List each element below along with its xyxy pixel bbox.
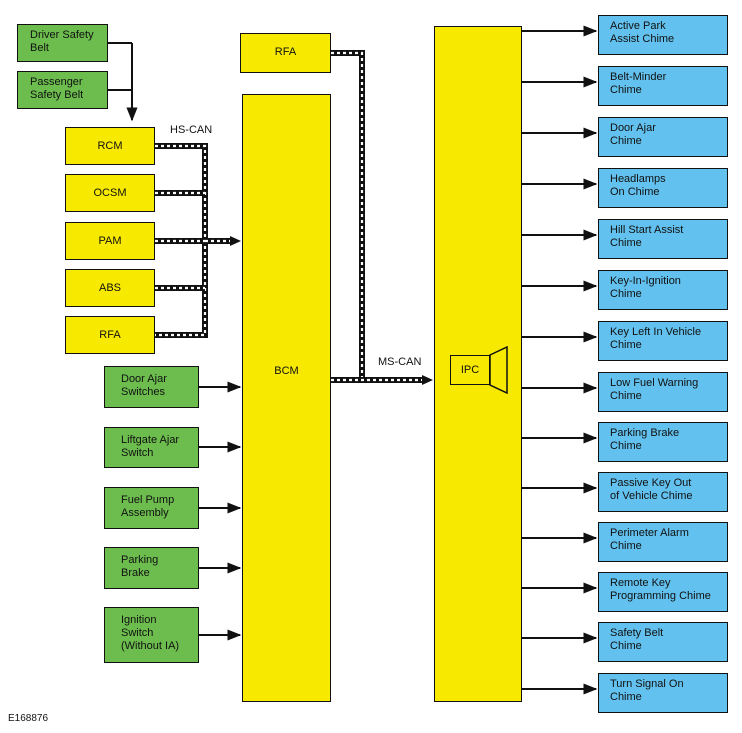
parking-brake-box: Parking Brake bbox=[104, 547, 199, 589]
driver-safety-belt-box: Driver Safety Belt bbox=[17, 24, 108, 62]
chime-label: Hill Start Assist Chime bbox=[610, 224, 684, 249]
rcm-label: RCM bbox=[97, 140, 123, 152]
chime-box: Safety Belt Chime bbox=[598, 622, 728, 662]
chime-box: Active Park Assist Chime bbox=[598, 15, 728, 55]
chime-label: Remote Key Programming Chime bbox=[610, 577, 711, 602]
passenger-safety-belt-box: Passenger Safety Belt bbox=[17, 71, 108, 109]
rfa-hs-label: RFA bbox=[99, 329, 121, 341]
rfa-ms-label: RFA bbox=[274, 46, 297, 58]
chime-box: Passive Key Out of Vehicle Chime bbox=[598, 472, 728, 512]
chime-label: Belt-Minder Chime bbox=[610, 71, 667, 96]
pam-label: PAM bbox=[98, 235, 122, 247]
chime-label: Key Left In Vehicle Chime bbox=[610, 326, 702, 351]
ms-can-arrowhead bbox=[422, 375, 433, 385]
rfa-module-ms: RFA bbox=[240, 33, 331, 73]
chime-box: Belt-Minder Chime bbox=[598, 66, 728, 106]
door-ajar-switches-box: Door Ajar Switches bbox=[104, 366, 199, 408]
ms-can-rfa-inner bbox=[331, 51, 364, 380]
abs-label: ABS bbox=[98, 282, 121, 294]
ignition-switch-label: Ignition Switch (Without IA) bbox=[121, 614, 180, 652]
hs-can-arrowhead bbox=[230, 236, 241, 246]
fuel-pump-assembly-label: Fuel Pump Assembly bbox=[121, 494, 175, 519]
chime-label: Passive Key Out of Vehicle Chime bbox=[610, 477, 693, 502]
ms-can-rfa-outer bbox=[331, 50, 365, 380]
driver-safety-belt-label: Driver Safety Belt bbox=[30, 29, 94, 54]
hs-can-label: HS-CAN bbox=[170, 124, 213, 136]
passenger-safety-belt-label: Passenger Safety Belt bbox=[30, 76, 84, 101]
chime-label: Perimeter Alarm Chime bbox=[610, 527, 689, 552]
chime-label: Key-In-Ignition Chime bbox=[610, 275, 681, 300]
speaker-icon bbox=[489, 346, 508, 394]
liftgate-ajar-switch-box: Liftgate Ajar Switch bbox=[104, 427, 199, 468]
chime-label: Headlamps On Chime bbox=[610, 173, 666, 198]
door-ajar-switches-label: Door Ajar Switches bbox=[121, 373, 167, 398]
ocsm-module: OCSM bbox=[65, 174, 155, 212]
pam-module: PAM bbox=[65, 222, 155, 260]
chime-box: Low Fuel Warning Chime bbox=[598, 372, 728, 412]
rcm-module: RCM bbox=[65, 127, 155, 165]
rfa-module-hs: RFA bbox=[65, 316, 155, 354]
bcm-label: BCM bbox=[274, 365, 299, 377]
ipc-label: IPC bbox=[460, 364, 480, 376]
chime-box: Perimeter Alarm Chime bbox=[598, 522, 728, 562]
ocsm-label: OCSM bbox=[93, 187, 127, 199]
chime-label: Safety Belt Chime bbox=[610, 627, 664, 652]
liftgate-ajar-switch-label: Liftgate Ajar Switch bbox=[121, 434, 180, 459]
abs-module: ABS bbox=[65, 269, 155, 307]
chime-box: Headlamps On Chime bbox=[598, 168, 728, 208]
chime-label: Door Ajar Chime bbox=[610, 122, 656, 147]
chime-label: Low Fuel Warning Chime bbox=[610, 377, 699, 402]
chime-box: Key-In-Ignition Chime bbox=[598, 270, 728, 310]
bcm-module: BCM bbox=[242, 94, 331, 702]
fuel-pump-assembly-box: Fuel Pump Assembly bbox=[104, 487, 199, 529]
chime-box: Turn Signal On Chime bbox=[598, 673, 728, 713]
chime-label: Parking Brake Chime bbox=[610, 427, 680, 452]
ms-can-label: MS-CAN bbox=[378, 356, 422, 368]
chime-label: Turn Signal On Chime bbox=[610, 678, 684, 703]
chime-box: Remote Key Programming Chime bbox=[598, 572, 728, 612]
chime-box: Key Left In Vehicle Chime bbox=[598, 321, 728, 361]
ipc-inner-box: IPC bbox=[450, 355, 490, 385]
parking-brake-label: Parking Brake bbox=[121, 554, 159, 579]
chime-box: Door Ajar Chime bbox=[598, 117, 728, 157]
chime-box: Hill Start Assist Chime bbox=[598, 219, 728, 259]
figure-id: E168876 bbox=[8, 713, 49, 724]
chime-label: Active Park Assist Chime bbox=[610, 20, 675, 45]
chime-box: Parking Brake Chime bbox=[598, 422, 728, 462]
ignition-switch-box: Ignition Switch (Without IA) bbox=[104, 607, 199, 663]
